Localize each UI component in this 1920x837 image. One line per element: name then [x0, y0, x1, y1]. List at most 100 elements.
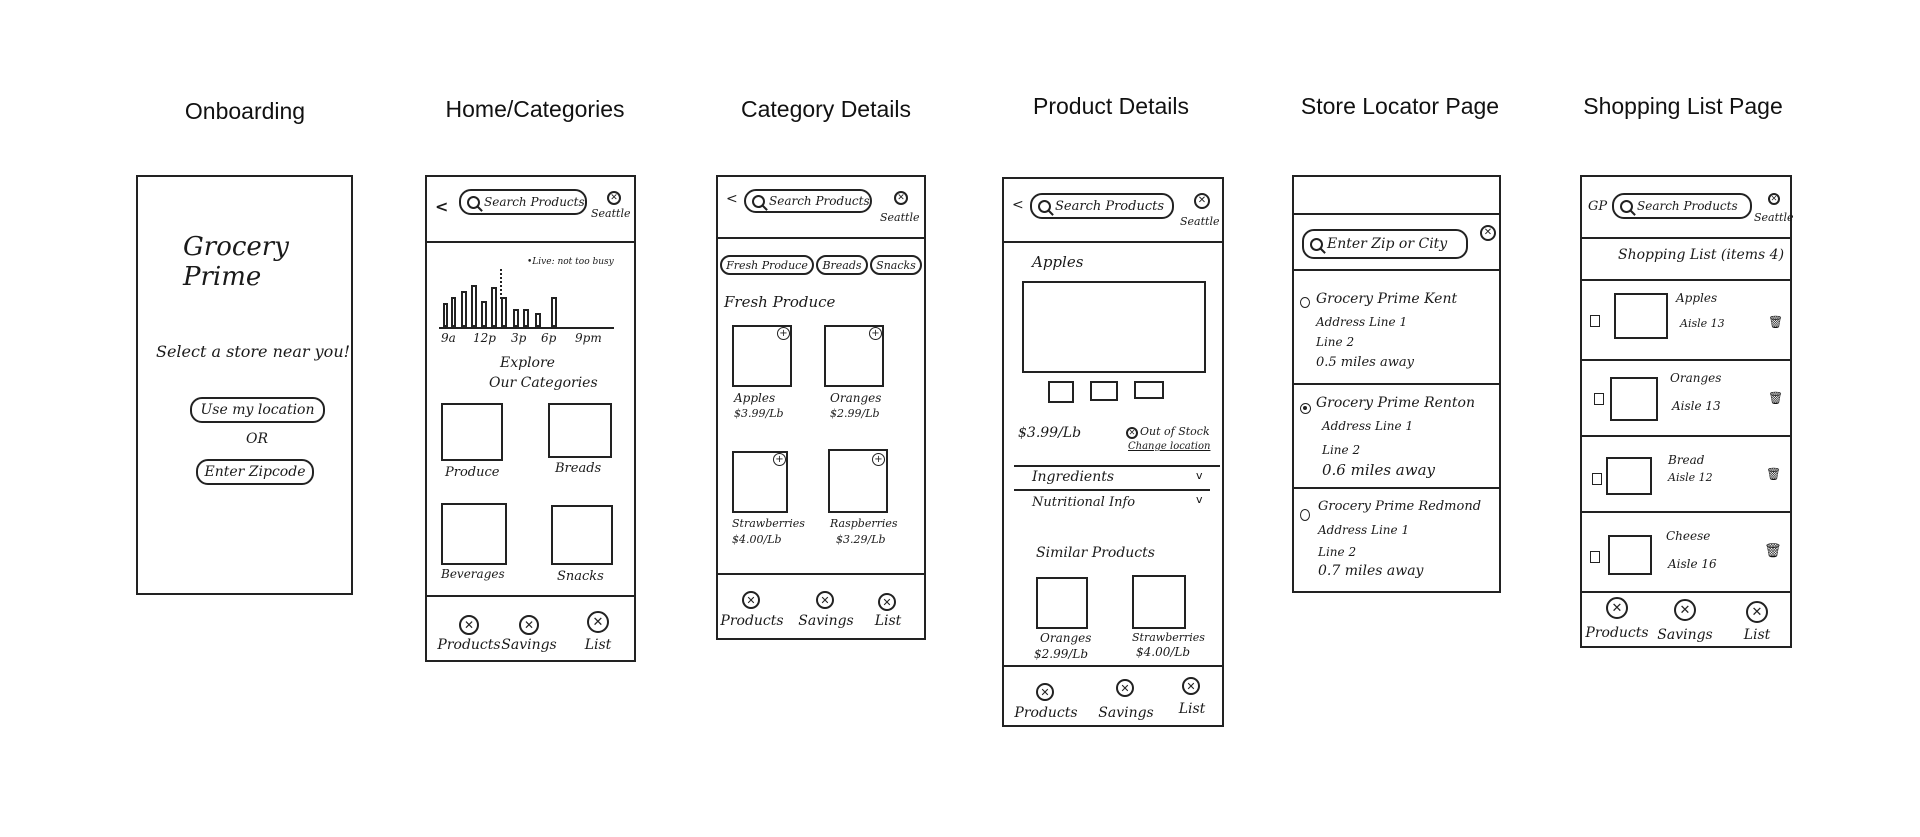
- item-checkbox[interactable]: [1594, 393, 1604, 405]
- chevron-down-icon[interactable]: v: [1196, 493, 1203, 506]
- product-image[interactable]: [732, 451, 788, 513]
- tab-list[interactable]: List: [874, 613, 902, 629]
- store-name[interactable]: Grocery Prime Kent: [1316, 291, 1458, 307]
- item-checkbox[interactable]: [1592, 473, 1602, 485]
- chart-bar: [461, 291, 467, 327]
- close-icon[interactable]: ✕: [607, 191, 621, 205]
- list-tab-icon[interactable]: ✕: [1182, 677, 1200, 695]
- product-name[interactable]: Raspberries: [830, 517, 898, 530]
- divider: [1294, 383, 1499, 385]
- products-tab-icon[interactable]: ✕: [459, 615, 479, 635]
- chip-snacks[interactable]: Snacks: [870, 255, 922, 275]
- location-label[interactable]: Seattle: [880, 211, 920, 224]
- category-tile-image[interactable]: [441, 503, 507, 565]
- similar-product-name[interactable]: Strawberries: [1132, 631, 1205, 644]
- category-tile-image[interactable]: [441, 403, 503, 461]
- savings-tab-icon[interactable]: ✕: [519, 615, 539, 635]
- product-thumbnail[interactable]: [1134, 381, 1164, 399]
- search-icon: [1310, 237, 1323, 251]
- store-radio[interactable]: [1300, 509, 1310, 521]
- enter-zipcode-button[interactable]: Enter Zipcode: [196, 459, 314, 485]
- trash-icon[interactable]: 🗑: [1768, 391, 1784, 405]
- close-icon[interactable]: ✕: [894, 191, 908, 205]
- product-image[interactable]: [824, 325, 884, 387]
- tab-products[interactable]: Products: [720, 613, 784, 629]
- list-tab-icon[interactable]: ✕: [1746, 601, 1768, 623]
- tab-savings[interactable]: Savings: [501, 637, 557, 653]
- search-input[interactable]: Search Products: [459, 189, 587, 215]
- zip-city-search-input[interactable]: Enter Zip or City: [1302, 229, 1468, 259]
- use-location-button[interactable]: Use my location: [190, 397, 325, 423]
- products-tab-icon[interactable]: ✕: [1036, 683, 1054, 701]
- clear-icon[interactable]: ✕: [1480, 225, 1496, 241]
- category-tile-image[interactable]: [551, 505, 613, 565]
- savings-tab-icon[interactable]: ✕: [816, 591, 834, 609]
- product-image[interactable]: [828, 449, 888, 513]
- savings-tab-icon[interactable]: ✕: [1116, 679, 1134, 697]
- product-name[interactable]: Apples: [734, 391, 776, 405]
- nutrition-toggle[interactable]: Nutritional Info: [1032, 495, 1136, 510]
- similar-product-image[interactable]: [1132, 575, 1186, 629]
- item-name: Cheese: [1666, 529, 1711, 543]
- chart-bar: [443, 303, 448, 327]
- chip-fresh-produce[interactable]: Fresh Produce: [720, 255, 814, 275]
- location-label[interactable]: Seattle: [591, 207, 631, 220]
- products-tab-icon[interactable]: ✕: [1606, 597, 1628, 619]
- store-radio-selected[interactable]: [1300, 403, 1311, 414]
- chevron-down-icon[interactable]: v: [1196, 469, 1203, 482]
- category-label[interactable]: Beverages: [441, 567, 505, 581]
- tab-list[interactable]: List: [584, 637, 612, 653]
- tab-products[interactable]: Products: [1585, 625, 1649, 641]
- tab-products[interactable]: Products: [437, 637, 501, 653]
- tab-list[interactable]: List: [1743, 627, 1771, 643]
- tab-savings[interactable]: Savings: [1657, 627, 1713, 643]
- live-busy-note: •Live: not too busy: [527, 257, 614, 267]
- chip-breads[interactable]: Breads: [816, 255, 868, 275]
- location-label[interactable]: Seattle: [1180, 215, 1220, 228]
- list-tab-icon[interactable]: ✕: [878, 593, 896, 611]
- search-input[interactable]: Search Products: [744, 189, 872, 213]
- store-name[interactable]: Grocery Prime Renton: [1316, 395, 1475, 411]
- add-to-list-icon[interactable]: +: [773, 453, 786, 466]
- add-to-list-icon[interactable]: +: [869, 327, 882, 340]
- back-button[interactable]: <: [435, 197, 449, 216]
- close-icon[interactable]: ✕: [1194, 193, 1210, 209]
- back-button[interactable]: <: [726, 191, 738, 207]
- item-aisle: Aisle 16: [1668, 557, 1717, 571]
- product-name[interactable]: Strawberries: [732, 517, 805, 530]
- item-checkbox[interactable]: [1590, 551, 1600, 563]
- store-radio[interactable]: [1300, 297, 1310, 308]
- category-label[interactable]: Breads: [555, 461, 602, 476]
- change-location-link[interactable]: Change location: [1128, 441, 1211, 452]
- ingredients-toggle[interactable]: Ingredients: [1032, 469, 1115, 485]
- similar-product-image[interactable]: [1036, 577, 1088, 629]
- search-input[interactable]: Search Products: [1030, 193, 1174, 219]
- add-to-list-icon[interactable]: +: [777, 327, 790, 340]
- product-name[interactable]: Oranges: [830, 391, 882, 405]
- trash-icon[interactable]: 🗑: [1766, 467, 1782, 481]
- category-label[interactable]: Produce: [445, 465, 500, 480]
- trash-icon[interactable]: 🗑: [1764, 543, 1782, 559]
- products-tab-icon[interactable]: ✕: [742, 591, 760, 609]
- list-tab-icon[interactable]: ✕: [587, 611, 609, 633]
- tab-list[interactable]: List: [1178, 701, 1206, 717]
- category-tile-image[interactable]: [548, 403, 612, 458]
- add-to-list-icon[interactable]: +: [872, 453, 885, 466]
- similar-product-name[interactable]: Oranges: [1040, 631, 1092, 645]
- tab-savings[interactable]: Savings: [798, 613, 854, 629]
- search-input[interactable]: Search Products: [1612, 193, 1752, 219]
- tab-products[interactable]: Products: [1014, 705, 1078, 721]
- product-image[interactable]: [732, 325, 792, 387]
- back-button[interactable]: <: [1012, 197, 1024, 213]
- item-checkbox[interactable]: [1590, 315, 1600, 327]
- location-label[interactable]: Seattle: [1754, 211, 1794, 224]
- category-label[interactable]: Snacks: [557, 569, 604, 584]
- product-thumbnail[interactable]: [1090, 381, 1118, 401]
- trash-icon[interactable]: 🗑: [1768, 315, 1784, 329]
- savings-tab-icon[interactable]: ✕: [1674, 599, 1696, 621]
- close-icon[interactable]: ✕: [1768, 193, 1780, 205]
- store-name[interactable]: Grocery Prime Redmond: [1318, 499, 1482, 514]
- product-thumbnail[interactable]: [1048, 381, 1074, 403]
- tab-savings[interactable]: Savings: [1098, 705, 1154, 721]
- title-list: Shopping List Page: [1583, 93, 1783, 119]
